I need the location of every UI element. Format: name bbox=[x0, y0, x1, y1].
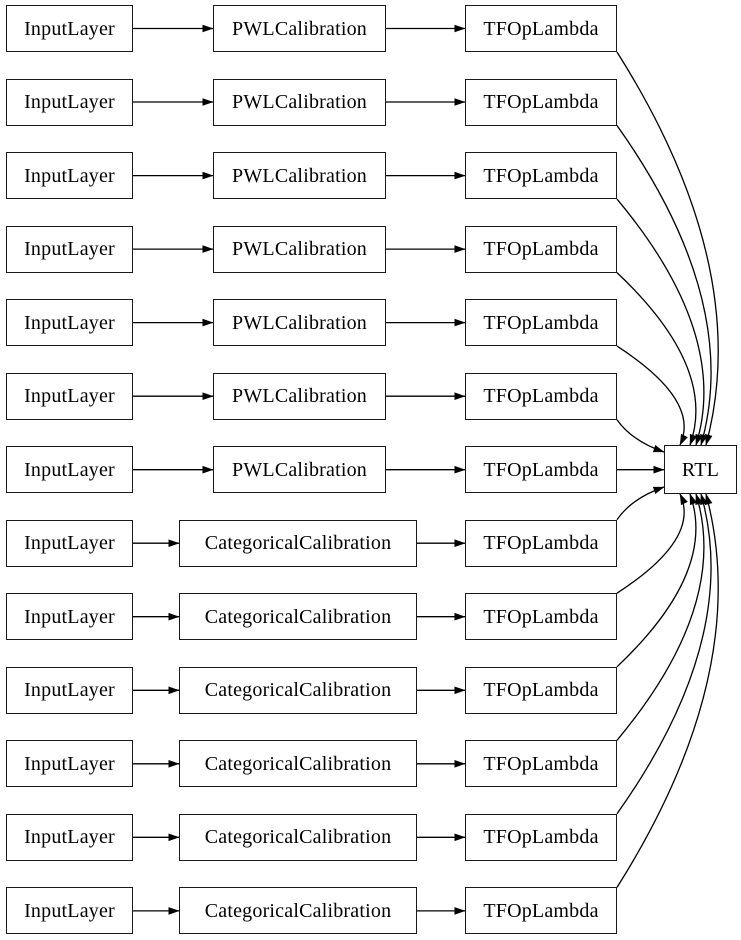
node-tfop-lambda-7: TFOpLambda bbox=[465, 446, 617, 494]
node-tfop-lambda-3: TFOpLambda bbox=[465, 152, 617, 200]
edge-group bbox=[133, 24, 719, 915]
node-tfop-lambda-6: TFOpLambda bbox=[465, 372, 617, 420]
edge-op-to-output-6 bbox=[616, 419, 665, 453]
node-input-layer-12: InputLayer bbox=[6, 813, 133, 861]
node-categorical-calibration-8: CategoricalCalibration bbox=[179, 519, 417, 567]
edge-op-to-output-10 bbox=[616, 493, 698, 668]
node-categorical-calibration-10: CategoricalCalibration bbox=[179, 666, 417, 714]
edge-op-to-output-2 bbox=[616, 125, 712, 446]
edge-op-to-output-13 bbox=[616, 493, 719, 888]
node-tfop-lambda-1: TFOpLambda bbox=[465, 5, 617, 52]
edge-op-to-output-1 bbox=[616, 51, 719, 446]
node-input-layer-3: InputLayer bbox=[6, 152, 133, 200]
edge-op-to-output-11 bbox=[616, 493, 705, 741]
node-input-layer-9: InputLayer bbox=[6, 593, 133, 641]
node-input-layer-1: InputLayer bbox=[6, 5, 133, 52]
node-pwl-calibration-2: PWLCalibration bbox=[213, 78, 386, 126]
node-output-rtl: RTL bbox=[664, 445, 737, 494]
node-input-layer-2: InputLayer bbox=[6, 78, 133, 126]
edge-op-to-output-4 bbox=[616, 272, 698, 446]
node-pwl-calibration-1: PWLCalibration bbox=[213, 5, 386, 52]
node-tfop-lambda-9: TFOpLambda bbox=[465, 593, 617, 641]
node-pwl-calibration-5: PWLCalibration bbox=[213, 299, 386, 347]
node-input-layer-5: InputLayer bbox=[6, 299, 133, 347]
node-tfop-lambda-12: TFOpLambda bbox=[465, 813, 617, 861]
edge-op-to-output-8 bbox=[616, 486, 665, 521]
node-input-layer-6: InputLayer bbox=[6, 372, 133, 420]
edge-op-to-output-3 bbox=[616, 198, 705, 446]
node-tfop-lambda-8: TFOpLambda bbox=[465, 519, 617, 567]
node-pwl-calibration-6: PWLCalibration bbox=[213, 372, 386, 420]
node-tfop-lambda-13: TFOpLambda bbox=[465, 887, 617, 935]
node-tfop-lambda-11: TFOpLambda bbox=[465, 740, 617, 788]
node-categorical-calibration-12: CategoricalCalibration bbox=[179, 813, 417, 861]
node-tfop-lambda-5: TFOpLambda bbox=[465, 299, 617, 347]
node-input-layer-8: InputLayer bbox=[6, 519, 133, 567]
node-input-layer-10: InputLayer bbox=[6, 666, 133, 714]
node-categorical-calibration-9: CategoricalCalibration bbox=[179, 593, 417, 641]
node-input-layer-7: InputLayer bbox=[6, 446, 133, 494]
node-input-layer-13: InputLayer bbox=[6, 887, 133, 935]
node-categorical-calibration-13: CategoricalCalibration bbox=[179, 887, 417, 935]
node-pwl-calibration-7: PWLCalibration bbox=[213, 446, 386, 494]
node-tfop-lambda-2: TFOpLambda bbox=[465, 78, 617, 126]
node-tfop-lambda-4: TFOpLambda bbox=[465, 225, 617, 273]
node-input-layer-4: InputLayer bbox=[6, 225, 133, 273]
node-pwl-calibration-3: PWLCalibration bbox=[213, 152, 386, 200]
edge-op-to-output-5 bbox=[616, 345, 688, 446]
edge-op-to-output-9 bbox=[616, 493, 688, 594]
node-input-layer-11: InputLayer bbox=[6, 740, 133, 788]
node-tfop-lambda-10: TFOpLambda bbox=[465, 666, 617, 714]
node-pwl-calibration-4: PWLCalibration bbox=[213, 225, 386, 273]
edge-op-to-output-12 bbox=[616, 493, 712, 815]
node-categorical-calibration-11: CategoricalCalibration bbox=[179, 740, 417, 788]
